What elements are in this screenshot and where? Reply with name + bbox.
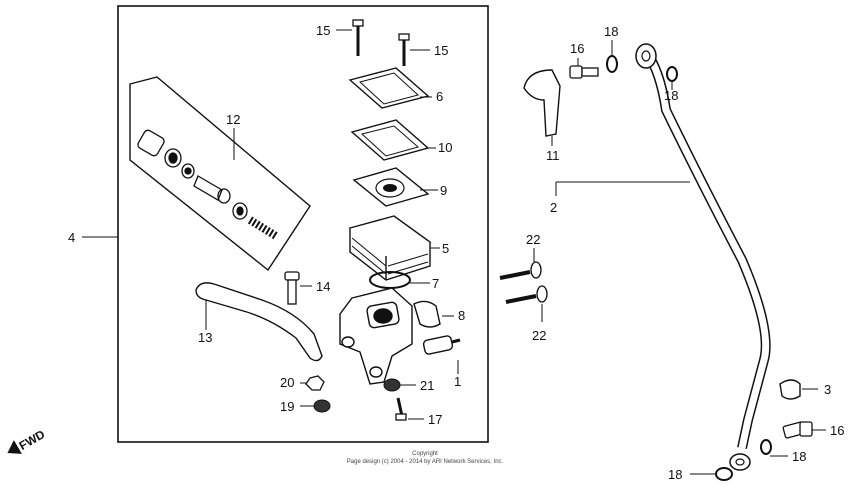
callout-3: 3 bbox=[824, 382, 831, 397]
callout-9: 9 bbox=[440, 183, 447, 198]
oil-bolt-lower bbox=[782, 421, 813, 439]
washer-21 bbox=[383, 378, 401, 392]
callout-20: 20 bbox=[280, 375, 294, 390]
brake-hose bbox=[635, 43, 771, 471]
copyright-label: Copyright bbox=[412, 451, 438, 457]
copyright-notice: Page design (c) 2004 - 2014 by ARI Netwo… bbox=[346, 459, 504, 465]
callout-10: 10 bbox=[438, 140, 452, 155]
hose-boot bbox=[523, 69, 561, 137]
callout-18d: 18 bbox=[668, 467, 682, 482]
callout-15b: 15 bbox=[434, 43, 448, 58]
callout-19: 19 bbox=[280, 399, 294, 414]
callout-17: 17 bbox=[428, 412, 442, 427]
hose-clip bbox=[779, 379, 801, 400]
callout-5: 5 bbox=[442, 241, 449, 256]
bolts-22 bbox=[499, 261, 548, 304]
washer-18b bbox=[666, 66, 678, 82]
callout-12: 12 bbox=[226, 112, 240, 127]
callout-21: 21 bbox=[420, 378, 434, 393]
pivot-bolt bbox=[284, 271, 300, 305]
callout-18c: 18 bbox=[792, 449, 806, 464]
fwd-label: FWD bbox=[17, 427, 48, 453]
oil-bolt-16 bbox=[569, 65, 599, 79]
callout-16-lower: 16 bbox=[830, 423, 844, 438]
callout-11: 11 bbox=[546, 148, 560, 163]
callout-18b: 18 bbox=[664, 88, 678, 103]
callout-2: 2 bbox=[550, 200, 557, 215]
brake-lever bbox=[195, 282, 323, 362]
washer-18d bbox=[715, 467, 733, 481]
assembly-frame bbox=[117, 5, 489, 443]
washer-18a bbox=[606, 55, 618, 73]
stop-switch bbox=[422, 335, 461, 355]
callout-1: 1 bbox=[454, 374, 461, 389]
nut-19 bbox=[313, 399, 331, 413]
diaphragm-plate bbox=[350, 119, 430, 161]
callout-6: 6 bbox=[436, 89, 443, 104]
master-cylinder-body bbox=[339, 287, 413, 385]
callout-15a: 15 bbox=[316, 23, 330, 38]
callout-13: 13 bbox=[198, 330, 212, 345]
piston-kit-box bbox=[129, 76, 311, 272]
callout-7: 7 bbox=[432, 276, 439, 291]
nut-20 bbox=[305, 375, 325, 391]
callout-14: 14 bbox=[316, 279, 330, 294]
callout-18a: 18 bbox=[604, 24, 618, 39]
screw-17 bbox=[395, 397, 407, 421]
callout-22b: 22 bbox=[532, 328, 546, 343]
cap-screws bbox=[352, 19, 410, 66]
clamp bbox=[413, 300, 441, 328]
callout-4: 4 bbox=[68, 230, 75, 245]
callout-22a: 22 bbox=[526, 232, 540, 247]
callout-8: 8 bbox=[458, 308, 465, 323]
piston-kit-parts bbox=[137, 129, 279, 240]
washer-18c bbox=[760, 439, 772, 455]
reservoir bbox=[348, 215, 432, 281]
callout-16: 16 bbox=[570, 41, 584, 56]
